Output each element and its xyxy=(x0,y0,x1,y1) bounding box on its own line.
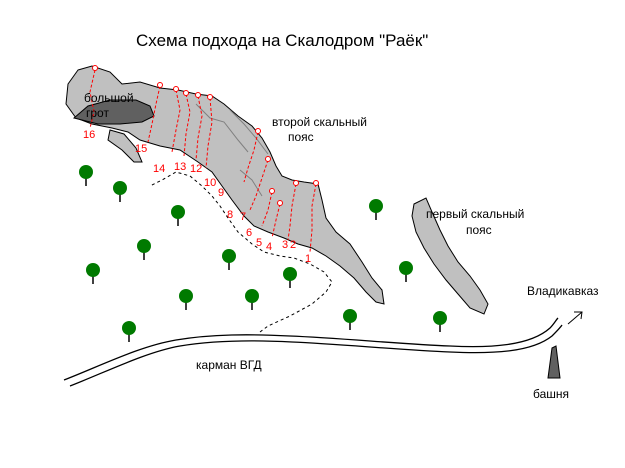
route-5-line xyxy=(271,203,281,239)
map-title: Схема подхода на Скалодром "Раёк" xyxy=(136,31,428,50)
vladikavkaz-label: Владикавказ xyxy=(527,284,599,298)
route-number: 4 xyxy=(266,241,272,253)
anchor-icon xyxy=(293,180,299,186)
route-number: 5 xyxy=(256,237,262,249)
tree-icon xyxy=(79,165,93,186)
second-belt-label-line1: второй скальный xyxy=(272,115,367,129)
rock-crack xyxy=(229,109,269,155)
arrow-northeast-icon xyxy=(567,311,583,325)
big-cave xyxy=(72,99,155,125)
climbing-routes xyxy=(89,69,317,253)
route-6-line xyxy=(261,191,273,227)
route-16-line xyxy=(89,69,96,129)
rock-spur xyxy=(107,129,143,163)
anchor-icon xyxy=(183,90,189,96)
route-number: 8 xyxy=(227,209,233,221)
route-number: 6 xyxy=(246,227,252,239)
route-7-line xyxy=(249,159,269,211)
anchor-icon xyxy=(255,128,261,134)
cave-label-line2: грот xyxy=(86,106,109,120)
route-number: 9 xyxy=(218,187,224,199)
tree-icon xyxy=(283,267,297,288)
tree-icon xyxy=(171,205,185,226)
first-rock-belt xyxy=(411,197,489,315)
route-number: 1 xyxy=(305,253,311,265)
pocket-vgd-label: карман ВГД xyxy=(196,358,262,372)
route-anchors xyxy=(92,65,319,206)
anchor-icon xyxy=(92,65,98,71)
route-number: 16 xyxy=(83,129,95,141)
route-number: 3 xyxy=(282,239,288,251)
tree-icon xyxy=(245,289,259,310)
anchor-icon xyxy=(269,188,275,194)
route-number: 15 xyxy=(135,143,147,155)
anchor-icon xyxy=(207,94,213,100)
tree-icon xyxy=(122,321,136,342)
route-9-line xyxy=(243,131,259,183)
tree-icon xyxy=(137,239,151,260)
rock-crack xyxy=(239,169,263,197)
route-number: 10 xyxy=(204,177,216,189)
route-number: 13 xyxy=(174,161,186,173)
tower-icon xyxy=(547,345,561,379)
route-number: 2 xyxy=(290,239,296,251)
rock-crack xyxy=(195,103,249,153)
anchor-icon xyxy=(313,180,319,186)
anchor-icon xyxy=(173,86,179,92)
first-belt-label-line2: пояс xyxy=(466,223,492,237)
tree-icon xyxy=(399,261,413,282)
tower-label: башня xyxy=(533,387,569,401)
tree-icon xyxy=(86,263,100,284)
route-3-line xyxy=(287,183,297,241)
route-number: 14 xyxy=(153,163,165,175)
route-1-line xyxy=(309,183,317,253)
second-rock-belt xyxy=(65,65,385,305)
route-12-line xyxy=(195,95,203,161)
road-upper xyxy=(63,317,559,381)
tree-icon xyxy=(343,309,357,330)
cave-label-line1: большой xyxy=(84,91,134,105)
route-10-line xyxy=(205,97,213,169)
route-12a-line xyxy=(183,93,191,157)
route-number: 12 xyxy=(190,163,202,175)
tree-icon xyxy=(222,249,236,270)
first-belt-label-line1: первый скальный xyxy=(426,207,524,221)
anchor-icon xyxy=(277,200,283,206)
anchor-icon xyxy=(265,156,271,162)
tree-icon xyxy=(179,289,193,310)
tree-icon xyxy=(433,311,447,332)
route-13-line xyxy=(171,89,181,153)
anchor-icon xyxy=(195,92,201,98)
second-belt-label-line2: пояс xyxy=(288,130,314,144)
tree-icon xyxy=(113,181,127,202)
route-number: 7 xyxy=(240,211,246,223)
tree-icon xyxy=(369,199,383,220)
road-lower xyxy=(69,324,563,387)
anchor-icon xyxy=(157,82,163,88)
trees xyxy=(79,165,447,342)
